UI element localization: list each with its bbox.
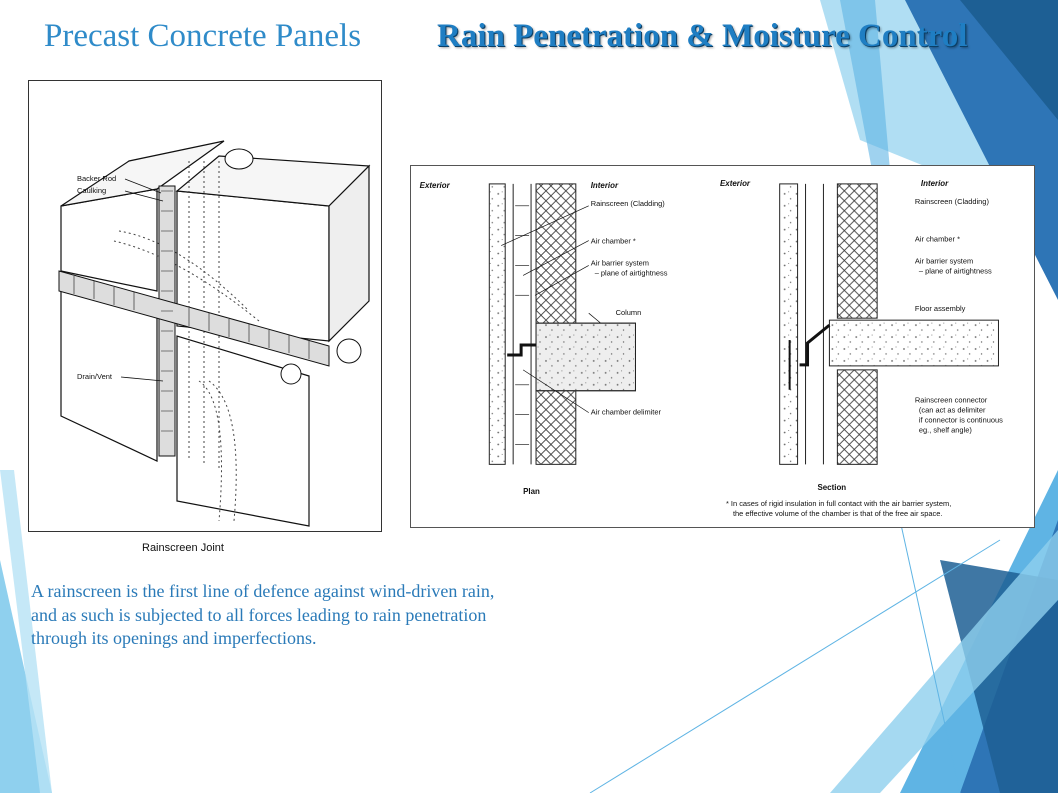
section-interior-label: Interior <box>921 179 949 188</box>
plan-label-delimiter: Air chamber delimiter <box>591 408 662 417</box>
plan-label-airtightness: – plane of airtightness <box>595 268 668 277</box>
section-label-delimiter: (can act as delimiter <box>919 406 986 415</box>
section-label-continuous: if connector is continuous <box>919 416 1003 425</box>
page-title: Precast Concrete Panels <box>44 18 362 54</box>
section-label-floor: Floor assembly <box>915 304 966 313</box>
plan-view: Exterior Interior Rainscreen (Cladding) … <box>420 181 668 496</box>
caulking-label: Caulking <box>77 186 106 195</box>
plan-label-air-chamber: Air chamber * <box>591 237 636 246</box>
section-title: Section <box>817 483 846 492</box>
section-label-connector: Rainscreen connector <box>915 396 988 405</box>
footnote-line-1: * In cases of rigid insulation in full c… <box>726 499 951 508</box>
rainscreen-joint-diagram: Backer Rod Caulking Drain/Vent <box>28 80 382 532</box>
plan-section-diagram: Exterior Interior Rainscreen (Cladding) … <box>410 165 1035 528</box>
page-subtitle: Rain Penetration & Moisture Control <box>437 18 968 54</box>
backer-rod-label: Backer Rod <box>77 174 116 183</box>
section-exterior-label: Exterior <box>720 179 751 188</box>
section-label-air-barrier: Air barrier system <box>915 256 973 265</box>
plan-label-column: Column <box>616 308 642 317</box>
section-label-rainscreen: Rainscreen (Cladding) <box>915 197 990 206</box>
body-paragraph: A rainscreen is the first line of defenc… <box>31 581 495 648</box>
plan-interior-label: Interior <box>591 181 619 190</box>
plan-exterior-label: Exterior <box>420 181 451 190</box>
plan-label-rainscreen: Rainscreen (Cladding) <box>591 199 666 208</box>
footnote-line-2: the effective volume of the chamber is t… <box>733 509 942 518</box>
drain-vent-label: Drain/Vent <box>77 372 113 381</box>
section-label-airtightness: – plane of airtightness <box>919 266 992 275</box>
plan-label-air-barrier: Air barrier system <box>591 258 649 267</box>
plan-title: Plan <box>523 487 540 496</box>
rainscreen-joint-caption: Rainscreen Joint <box>142 542 224 554</box>
section-view: Exterior Interior Rainscreen (Cladding) … <box>720 179 1003 492</box>
section-label-shelf-angle: eg., shelf angle) <box>919 426 972 435</box>
section-label-air-chamber: Air chamber * <box>915 235 960 244</box>
